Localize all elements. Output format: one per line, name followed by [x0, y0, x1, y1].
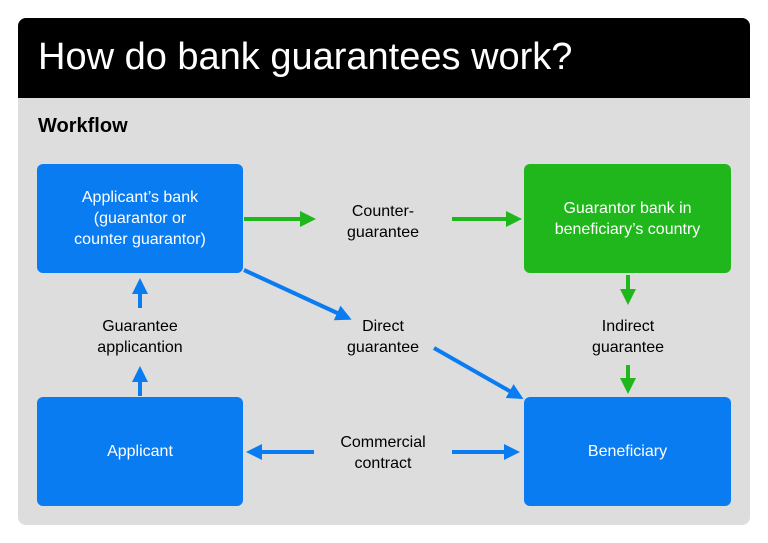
node-beneficiary: Beneficiary [524, 397, 731, 506]
section-subtitle: Workflow [38, 115, 128, 137]
arrow-direct-guarantee-bottom [433, 346, 524, 399]
edge-label-counter-guarantee: Counter- guarantee [346, 203, 420, 241]
arrow-direct-guarantee-top [243, 268, 352, 321]
header-bar: How do bank guarantees work? [18, 18, 750, 98]
edge-label-commercial-contract: Commercial contract [340, 434, 426, 472]
node-guarantor-bank: Guarantor bank in beneficiary’s country [524, 164, 731, 273]
connector-arrows [132, 211, 636, 460]
edge-label-guarantee-application: Guarantee applicantion [97, 318, 183, 356]
node-applicant: Applicant [37, 397, 243, 506]
page-title: How do bank guarantees work? [38, 36, 573, 78]
node-applicant-label: Applicant [107, 443, 173, 460]
node-applicants-bank: Applicant’s bank (guarantor or counter g… [37, 164, 243, 273]
edge-label-direct-guarantee: Direct guarantee [346, 318, 420, 356]
node-guarantor-bank-label: Guarantor bank in beneficiary’s country [554, 199, 701, 238]
node-beneficiary-label: Beneficiary [587, 443, 668, 460]
edge-label-indirect-guarantee: Indirect guarantee [591, 318, 665, 356]
node-applicants-bank-label: Applicant’s bank (guarantor or counter g… [74, 189, 206, 248]
diagram-panel: How do bank guarantees work? Workflow Ap… [18, 18, 750, 525]
